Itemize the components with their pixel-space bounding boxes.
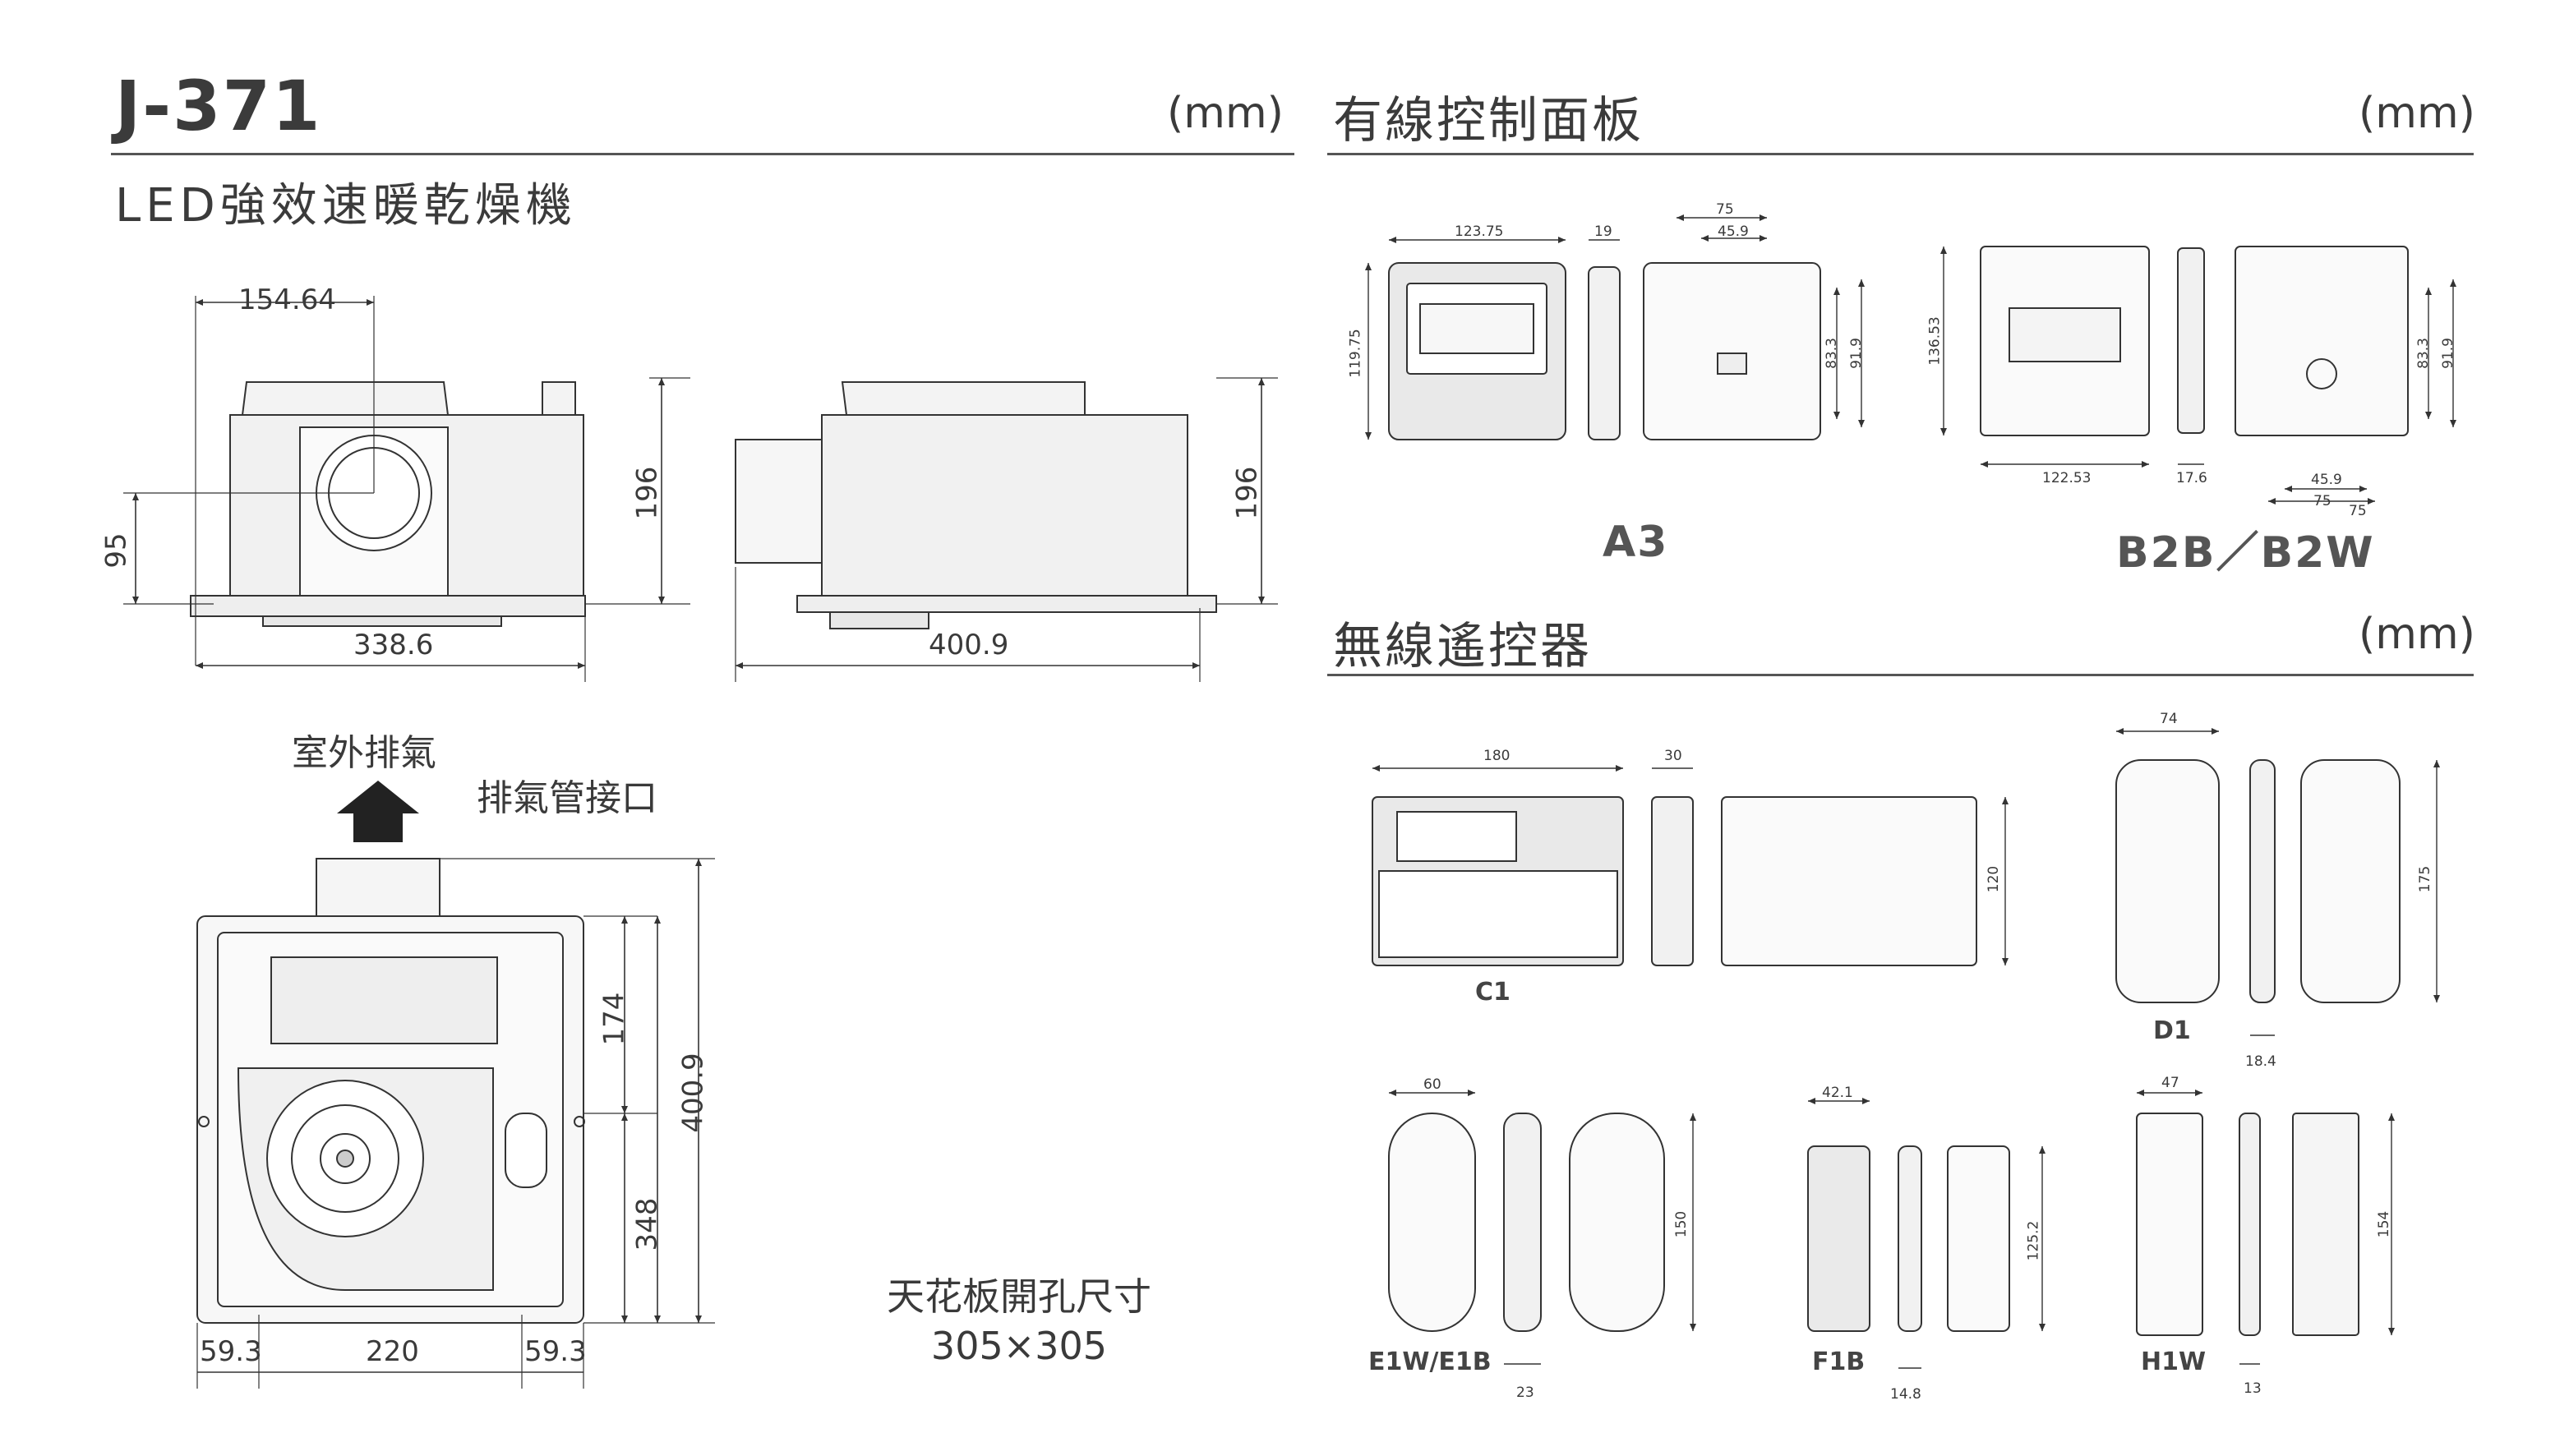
unit-bottom-view [196, 858, 585, 1324]
a3-height: 119.75 [1347, 329, 1364, 378]
ceiling-cutout-size: 305×305 [930, 1324, 1108, 1368]
b2b-label: B2B／B2W [2116, 528, 2375, 578]
h1w-height: 154 [2376, 1210, 2393, 1238]
a3-front-view [1388, 262, 1566, 440]
f1b-label: F1B [1812, 1348, 1866, 1376]
e1w-depth: 23 [1516, 1385, 1534, 1401]
e1w-front-view [1388, 1113, 1476, 1332]
wireless-header-rule [1327, 674, 2474, 676]
dim-bottom-right: 59.3 [524, 1335, 587, 1368]
f1b-back-view [1947, 1145, 2010, 1332]
b2b-depth: 17.6 [2176, 470, 2207, 486]
b2b-height: 136.53 [1926, 316, 1944, 366]
e1w-width: 60 [1423, 1076, 1441, 1093]
a3-back-view [1643, 262, 1821, 440]
c1-side-view [1651, 796, 1694, 966]
d1-depth: 18.4 [2245, 1053, 2276, 1070]
unit-side-view [735, 381, 1217, 629]
b2b-hole-v2: 91.9 [2439, 338, 2456, 369]
c1-back-view [1721, 796, 1977, 966]
dim-front-hole-x: 154.64 [238, 283, 336, 316]
exhaust-outdoor-label: 室外排氣 [292, 732, 436, 774]
dim-side-height: 196 [1230, 466, 1264, 520]
d1-side-view [2249, 759, 2276, 1003]
wired-panel-title: 有線控制面板 [1333, 92, 1644, 150]
b2b-back-view [2235, 246, 2409, 436]
b2b-width: 122.53 [2042, 470, 2092, 486]
model-title: J-371 [115, 66, 322, 146]
f1b-width: 42.1 [1822, 1085, 1853, 1101]
dim-bottom-upper: 174 [597, 992, 631, 1046]
b2b-side-view [2177, 247, 2205, 434]
d1-back-view [2300, 759, 2401, 1003]
b2b-hole-mid: 75 [2313, 493, 2331, 509]
a3-width: 123.75 [1455, 223, 1504, 240]
c1-depth: 30 [1664, 748, 1682, 764]
dim-bottom-left: 59.3 [200, 1335, 262, 1368]
ceiling-cutout-label: 天花板開孔尺寸 [887, 1274, 1151, 1319]
wireless-remote-title: 無線遙控器 [1333, 618, 1592, 675]
b2b-front-view [1980, 246, 2150, 436]
d1-front-view [2115, 759, 2220, 1003]
dim-side-width: 400.9 [929, 629, 1009, 661]
a3-hole-v1: 83.3 [1823, 338, 1840, 369]
h1w-width: 47 [2161, 1075, 2179, 1091]
dim-front-width: 338.6 [353, 629, 434, 661]
dim-front-hole-y: 95 [99, 532, 133, 569]
c1-height: 120 [1986, 865, 2003, 893]
b2b-hole-v1: 83.3 [2414, 338, 2432, 369]
wired-unit-label: (mm) [2359, 89, 2475, 138]
main-unit-label: (mm) [1167, 89, 1284, 138]
e1w-side-view [1503, 1113, 1542, 1332]
h1w-side-view [2239, 1113, 2261, 1336]
e1w-height: 150 [1673, 1210, 1690, 1238]
exhaust-port-label: 排氣管接口 [477, 777, 657, 819]
a3-hole-inner: 45.9 [1718, 223, 1749, 240]
a3-depth: 19 [1594, 223, 1612, 240]
dim-front-height: 196 [630, 466, 664, 520]
a3-side-view [1588, 266, 1621, 440]
main-header-rule [111, 153, 1294, 155]
f1b-depth: 14.8 [1890, 1386, 1921, 1403]
a3-hole-v2: 91.9 [1847, 338, 1865, 369]
e1w-label: E1W/E1B [1368, 1348, 1492, 1376]
a3-label: A3 [1603, 518, 1669, 567]
dim-bottom-center: 220 [366, 1335, 419, 1368]
c1-label: C1 [1475, 978, 1510, 1007]
a3-hole-outer: 75 [1716, 201, 1734, 218]
h1w-back-view [2292, 1113, 2359, 1336]
dim-bottom-lower: 348 [630, 1197, 664, 1251]
d1-height: 175 [2417, 865, 2434, 893]
h1w-label: H1W [2141, 1348, 2207, 1376]
h1w-depth: 13 [2244, 1380, 2262, 1397]
f1b-side-view [1898, 1145, 1922, 1332]
wireless-unit-label: (mm) [2359, 610, 2475, 659]
dim-bottom-total: 400.9 [676, 1053, 710, 1133]
unit-front-view [190, 381, 586, 627]
e1w-back-view [1569, 1113, 1665, 1332]
b2b-hole-outer: 75 [2349, 503, 2367, 519]
f1b-front-view [1807, 1145, 1870, 1332]
c1-width: 180 [1483, 748, 1510, 764]
f1b-height: 125.2 [2025, 1220, 2042, 1261]
d1-label: D1 [2153, 1016, 2191, 1045]
exhaust-arrow-icon [337, 781, 419, 842]
model-subtitle: LED強效速暖乾燥機 [115, 179, 577, 233]
d1-width: 74 [2160, 711, 2178, 727]
c1-front-view [1372, 796, 1624, 966]
b2b-hole-inner: 45.9 [2311, 472, 2342, 488]
h1w-front-view [2136, 1113, 2203, 1336]
wired-header-rule [1327, 153, 2474, 155]
